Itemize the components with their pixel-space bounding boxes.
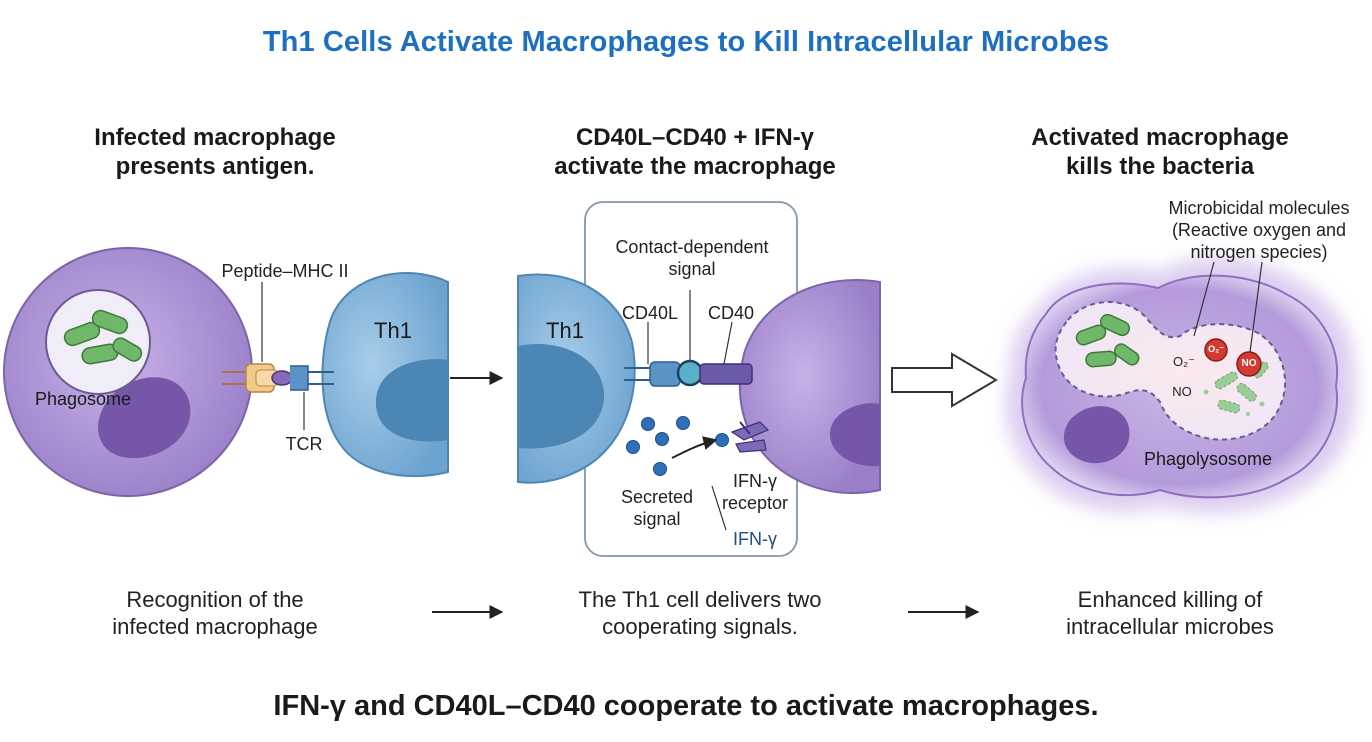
pointer-line: [1193, 261, 1215, 337]
cd40-molecule: [699, 363, 753, 385]
bacterium: [1099, 313, 1131, 337]
o2-badge-label: O₂⁻: [1208, 344, 1224, 354]
target-macrophage: [738, 279, 881, 495]
th1-nucleus: [518, 343, 605, 449]
ifn-gamma-receptor: [730, 421, 770, 453]
tcr-receptor: [290, 365, 309, 391]
secretion-arrow: [671, 436, 718, 459]
phagolysosome-label: Phagolysosome: [1143, 449, 1273, 469]
bacterium: [91, 309, 129, 335]
cd40l-molecule: [649, 361, 681, 387]
th1-label-middle: Th1: [546, 318, 584, 343]
macrophage-nucleus: [830, 403, 880, 467]
pointer-line: [723, 321, 733, 365]
mhc-tcr-complex: [222, 282, 334, 430]
ifn-gamma-label: IFN-γ: [733, 529, 777, 549]
macrophage-nucleus: [1063, 406, 1130, 464]
th1-cell-left: [321, 272, 449, 478]
binding-site: [676, 359, 704, 387]
peptide-mhc-label: Peptide–MHC II: [221, 261, 349, 281]
arrow-2-3: [891, 352, 998, 408]
ifn-gamma-molecules: [626, 416, 729, 476]
panel-2-heading: CD40L–CD40 + IFN-γ activate the macropha…: [554, 124, 836, 180]
bacterium: [1085, 350, 1117, 368]
peptide: [271, 370, 293, 386]
microbicidal-molecules-label: Microbicidal molecules (Reactive oxygen …: [1168, 198, 1350, 262]
degraded-bacteria: [1203, 361, 1269, 416]
cd40l-cd40-complex: [624, 290, 753, 387]
phagosome-label: Phagosome: [34, 389, 132, 409]
cd40l-label: CD40L: [621, 303, 679, 323]
o2-text-label: O₂⁻: [1172, 354, 1196, 369]
th1-nucleus: [375, 359, 448, 442]
bacterium: [112, 337, 143, 362]
main-title: Th1 Cells Activate Macrophages to Kill I…: [262, 26, 1110, 58]
no-text-label: NO: [1172, 384, 1192, 399]
bacterium: [63, 321, 101, 347]
phagolysosome: [1054, 261, 1287, 441]
panel-2-caption: The Th1 cell delivers two cooperating si…: [578, 587, 822, 639]
pointer-line: [711, 485, 727, 531]
contact-signal-label: Contact-dependent signal: [615, 237, 769, 279]
th1-label-left: Th1: [374, 318, 412, 343]
phagosome: [45, 289, 151, 395]
bacterium: [1113, 343, 1140, 366]
th1-cell-middle: [517, 273, 636, 484]
ros-badge: [1204, 338, 1228, 362]
panel-3-heading: Activated macrophage kills the bacteria: [1031, 124, 1289, 180]
no-badge-label: NO: [1241, 358, 1257, 369]
rns-badge: [1236, 351, 1262, 377]
ifn-receptor-label: IFN-γ receptor: [721, 471, 789, 513]
secreted-signal-label: Secreted signal: [620, 487, 694, 529]
tcr-label: TCR: [285, 434, 323, 454]
cd40-label: CD40: [707, 303, 755, 323]
pointer-line: [1249, 261, 1263, 353]
macrophage-nucleus: [98, 377, 191, 459]
bacterium: [1075, 324, 1107, 346]
footer-summary: IFN-γ and CD40L–CD40 cooperate to activa…: [273, 690, 1099, 722]
panel-3-caption: Enhanced killing of intracellular microb…: [1066, 587, 1274, 639]
panel-1-caption: Recognition of the infected macrophage: [112, 587, 318, 639]
panel-1-heading: Infected macrophage presents antigen.: [94, 124, 336, 180]
